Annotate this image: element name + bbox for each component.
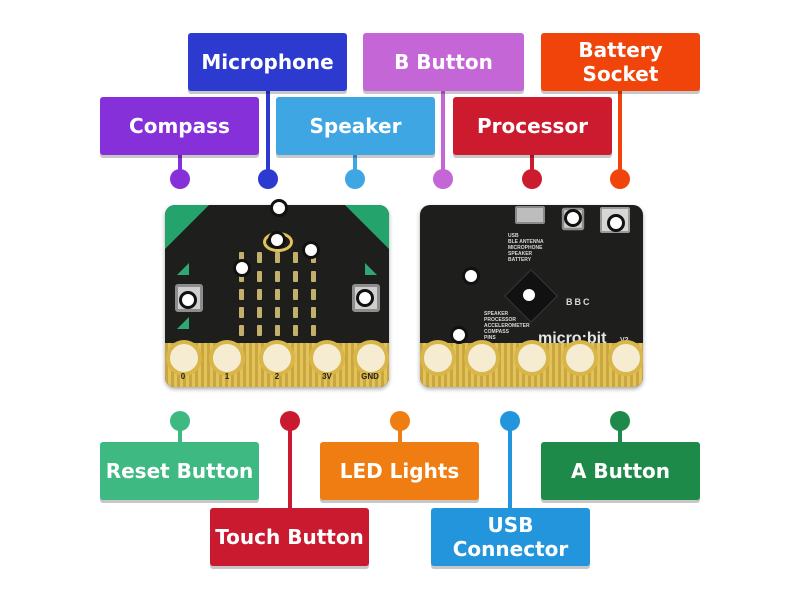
connector-speaker bbox=[353, 155, 357, 180]
led-light bbox=[239, 325, 244, 336]
dot-usb-connector[interactable] bbox=[500, 411, 520, 431]
connector-a-button bbox=[618, 421, 622, 443]
touch-pad-3v[interactable] bbox=[309, 340, 345, 376]
led-light bbox=[275, 289, 280, 300]
touch-pad-back bbox=[608, 340, 643, 376]
led-light bbox=[275, 271, 280, 282]
edge-label: GND bbox=[361, 372, 379, 381]
drop-target-pin[interactable] bbox=[270, 199, 288, 217]
connector-usb-connector bbox=[508, 421, 512, 509]
label-b-button[interactable]: B Button bbox=[363, 33, 524, 91]
led-light bbox=[275, 325, 280, 336]
led-light bbox=[293, 252, 298, 263]
connector-microphone bbox=[266, 90, 270, 180]
connector-led-lights bbox=[398, 421, 402, 443]
label-usb-connector[interactable]: USB Connector bbox=[431, 508, 590, 566]
silk-text-top: USB BLE ANTENNA MICROPHONE SPEAKER BATTE… bbox=[508, 233, 544, 263]
label-microphone[interactable]: Microphone bbox=[188, 33, 347, 91]
drop-target-pin[interactable] bbox=[356, 289, 374, 307]
label-led-lights[interactable]: LED Lights bbox=[320, 442, 479, 500]
silk-text-bottom: SPEAKER PROCESSOR ACCELEROMETER COMPASS … bbox=[484, 311, 530, 341]
led-light bbox=[239, 289, 244, 300]
led-light bbox=[257, 252, 262, 263]
led-light bbox=[311, 271, 316, 282]
label-speaker[interactable]: Speaker bbox=[276, 97, 435, 155]
edge-label: 1 bbox=[224, 372, 230, 381]
corner-triangle bbox=[365, 263, 377, 275]
touch-pad-back bbox=[514, 340, 550, 376]
dot-battery-socket[interactable] bbox=[610, 169, 630, 189]
connector-touch-button bbox=[288, 421, 292, 509]
dot-a-button[interactable] bbox=[610, 411, 630, 431]
connector-b-button bbox=[441, 90, 445, 180]
drop-target-pin[interactable] bbox=[233, 259, 251, 277]
battery-connector bbox=[600, 207, 630, 233]
drop-target-pin[interactable] bbox=[302, 241, 320, 259]
touch-pad-gnd[interactable] bbox=[353, 340, 389, 376]
label-battery-socket[interactable]: Battery Socket bbox=[541, 33, 700, 91]
drop-target-pin[interactable] bbox=[520, 286, 538, 304]
led-light bbox=[293, 307, 298, 318]
led-light bbox=[293, 325, 298, 336]
drop-target-pin[interactable] bbox=[607, 214, 625, 232]
drop-target-pin[interactable] bbox=[564, 209, 582, 227]
corner-triangle bbox=[165, 205, 209, 249]
led-light bbox=[257, 289, 262, 300]
label-touch-button[interactable]: Touch Button bbox=[210, 508, 369, 566]
connector-reset-button bbox=[178, 421, 182, 443]
corner-triangle bbox=[177, 263, 189, 275]
led-light bbox=[275, 252, 280, 263]
corner-triangle bbox=[345, 205, 389, 249]
touch-pad-back bbox=[464, 340, 500, 376]
label-compass[interactable]: Compass bbox=[100, 97, 259, 155]
touch-pad-back bbox=[562, 340, 598, 376]
connector-compass bbox=[178, 155, 182, 180]
touch-pad-0[interactable] bbox=[166, 340, 202, 376]
led-light bbox=[275, 307, 280, 318]
dot-processor[interactable] bbox=[522, 169, 542, 189]
led-light bbox=[293, 271, 298, 282]
dot-led-lights[interactable] bbox=[390, 411, 410, 431]
led-light bbox=[239, 307, 244, 318]
dot-speaker[interactable] bbox=[345, 169, 365, 189]
label-processor[interactable]: Processor bbox=[453, 97, 612, 155]
drop-target-pin[interactable] bbox=[450, 326, 468, 344]
drop-target-pin[interactable] bbox=[462, 267, 480, 285]
touch-pad-back bbox=[420, 340, 456, 376]
edge-label: 0 bbox=[180, 372, 186, 381]
touch-pad-1[interactable] bbox=[209, 340, 245, 376]
led-light bbox=[257, 307, 262, 318]
led-light bbox=[257, 271, 262, 282]
label-reset-button[interactable]: Reset Button bbox=[100, 442, 259, 500]
dot-reset-button[interactable] bbox=[170, 411, 190, 431]
usb-port bbox=[515, 206, 545, 224]
led-light bbox=[311, 289, 316, 300]
dot-compass[interactable] bbox=[170, 169, 190, 189]
led-light bbox=[257, 325, 262, 336]
edge-label: 3V bbox=[322, 372, 332, 381]
touch-pad-2[interactable] bbox=[259, 340, 295, 376]
dot-microphone[interactable] bbox=[258, 169, 278, 189]
bbc-logo: BBC bbox=[566, 297, 592, 307]
dot-b-button[interactable] bbox=[433, 169, 453, 189]
drop-target-pin[interactable] bbox=[268, 231, 286, 249]
label-a-button[interactable]: A Button bbox=[541, 442, 700, 500]
led-light bbox=[311, 307, 316, 318]
drop-target-pin[interactable] bbox=[179, 291, 197, 309]
led-light bbox=[293, 289, 298, 300]
corner-triangle bbox=[177, 317, 189, 329]
edge-label: 2 bbox=[274, 372, 280, 381]
led-light bbox=[311, 325, 316, 336]
led-light bbox=[239, 252, 244, 263]
connector-processor bbox=[530, 155, 534, 180]
dot-touch-button[interactable] bbox=[280, 411, 300, 431]
connector-battery-socket bbox=[618, 90, 622, 180]
